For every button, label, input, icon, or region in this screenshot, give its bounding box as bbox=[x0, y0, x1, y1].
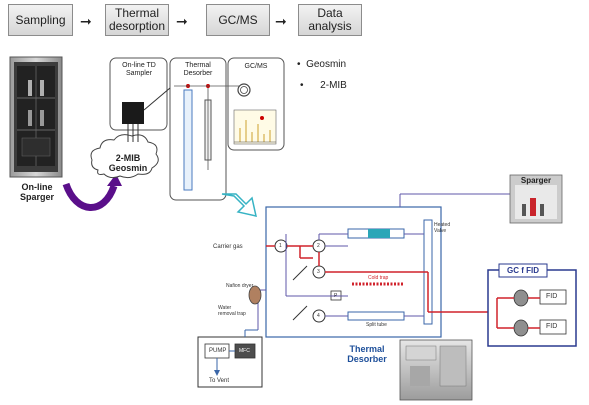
flow-step-data-analysis: Data analysis bbox=[298, 4, 362, 36]
nafion-dryer bbox=[248, 285, 262, 305]
legend-item-geosmin: • Geosmin bbox=[297, 59, 347, 70]
gc-fid-box bbox=[487, 269, 577, 347]
flow-arrow-3: ➞ bbox=[275, 14, 287, 30]
split-tube bbox=[347, 311, 405, 321]
flow-step-data-analysis-label: Data analysis bbox=[308, 6, 352, 33]
sparger-cabinet-image bbox=[9, 56, 63, 178]
heated-valve-label: Heated Valve bbox=[434, 222, 451, 234]
nafion-dryer-label: Nafion dryer bbox=[226, 283, 254, 289]
split-tube-label: Split tube bbox=[366, 322, 387, 328]
thermal-desorber-label: Thermal Desorber bbox=[183, 62, 213, 77]
fid-column-1 bbox=[513, 289, 529, 307]
detail-desorber-title: Thermal Desorber bbox=[347, 344, 387, 364]
flow-arrow-1: ➞ bbox=[80, 14, 92, 30]
fid-detector-1 bbox=[539, 289, 567, 305]
sparger-photo bbox=[509, 174, 563, 224]
fid-column-2 bbox=[513, 319, 529, 337]
sample-flow-lines bbox=[257, 193, 520, 330]
cloud-label: 2-MIB Geosmin bbox=[108, 153, 148, 173]
fid-1-label: FID bbox=[546, 293, 558, 300]
td-sampler-label: On-line TD Sampler bbox=[122, 62, 156, 77]
p-label: P bbox=[334, 293, 338, 299]
zoom-arrow bbox=[221, 193, 257, 217]
sparger-arrow-head bbox=[107, 174, 122, 186]
sparger-caption: On-line Sparger bbox=[19, 182, 54, 202]
valve-1-label: 1 bbox=[279, 243, 282, 249]
flow-step-thermal-desorption-label: Thermal desorption bbox=[108, 6, 166, 33]
mfc-label: MFC bbox=[239, 348, 250, 354]
legend-item-geosmin-text: Geosmin bbox=[306, 59, 347, 70]
to-vent-label: To Vent bbox=[209, 378, 230, 384]
carrier-gas-lines bbox=[266, 245, 489, 313]
chromatogram-peaks bbox=[239, 120, 271, 142]
legend-item-2mib-text: 2-MIB bbox=[320, 80, 347, 91]
fid-2-label: FID bbox=[546, 323, 558, 330]
legend-item-2mib: • 2-MIB bbox=[300, 80, 347, 91]
water-removal-label: Water removal trap bbox=[218, 305, 246, 317]
sparger-to-sampler-arrow bbox=[62, 182, 118, 211]
gcms-label: GC/MS bbox=[244, 63, 268, 70]
flow-step-gcms: GC/MS bbox=[206, 4, 270, 36]
flow-step-sampling-label: Sampling bbox=[15, 12, 66, 27]
fid-detector-2 bbox=[539, 319, 567, 335]
flow-arrow-2: ➞ bbox=[176, 14, 188, 30]
gc-column-coil bbox=[237, 83, 251, 97]
flow-step-gcms-label: GC/MS bbox=[218, 12, 258, 27]
valve-3-label: 3 bbox=[317, 269, 320, 275]
carrier-gas-label: Carrier gas bbox=[213, 244, 243, 250]
cold-trap-label: Cold trap bbox=[368, 275, 389, 281]
chromatogram bbox=[233, 109, 277, 145]
desorber-tube-1 bbox=[183, 89, 193, 191]
td-instrument-photo bbox=[399, 339, 473, 401]
gc-fid-title-box bbox=[498, 263, 548, 278]
flow-step-thermal-desorption: Thermal desorption bbox=[105, 4, 169, 36]
gc-fid-title: GC f FID bbox=[507, 266, 539, 275]
thermal-desorber-box bbox=[169, 57, 227, 201]
pump-label: PUMP bbox=[209, 348, 227, 354]
valve-2-label: 2 bbox=[317, 243, 320, 249]
sparger-photo-label: Sparger bbox=[520, 176, 552, 185]
cloud-shape bbox=[90, 134, 159, 179]
sampler-device bbox=[122, 102, 144, 124]
valve-4-label: 4 bbox=[317, 313, 320, 319]
flow-step-sampling: Sampling bbox=[8, 4, 73, 36]
